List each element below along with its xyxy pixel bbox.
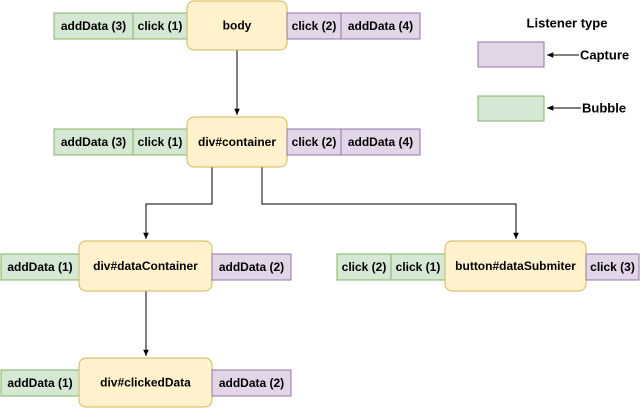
bubble-listener-label: addData (1): [7, 376, 72, 390]
legend-title: Listener type: [527, 16, 608, 31]
bubble-listener-label: click (1): [396, 260, 441, 274]
capture-listener-label: click (2): [292, 135, 337, 149]
capture-listener-label: click (2): [292, 19, 337, 33]
capture-listener-box: [585, 253, 640, 281]
edge-container-to-datacontainer: [143, 167, 213, 239]
node-button-label: button#dataSubmiter: [455, 259, 576, 273]
legend-capture-label: Capture: [580, 48, 629, 63]
node-container-label: div#container: [198, 135, 276, 149]
edge-container-to-button: [261, 167, 519, 239]
capture-listener-label: addData (2): [219, 376, 284, 390]
bubble-listener-box: [336, 253, 392, 281]
clicked-row: addData (1) div#clickedData addData (2): [0, 357, 292, 408]
capture-listener-box: [286, 12, 342, 40]
bubble-listener-label: addData (3): [61, 19, 126, 33]
edges: [143, 50, 519, 356]
bubble-listener-label: click (1): [138, 135, 183, 149]
capture-listener-box: [340, 128, 421, 156]
capture-listener-label: click (3): [590, 260, 635, 274]
capture-listener-box: [286, 128, 342, 156]
node-datacontainer-label: div#dataContainer: [93, 259, 198, 273]
datacontainer-row: addData (1) div#dataContainer addData (2…: [0, 240, 292, 292]
capture-listener-box: [340, 12, 421, 40]
legend-bubble-label: Bubble: [582, 101, 626, 116]
container-row: addData (3) click (1) div#container clic…: [53, 116, 421, 168]
legend: Listener type Capture Bubble: [477, 16, 629, 122]
button-row: click (2) click (1) button#dataSubmiter …: [336, 240, 640, 292]
capture-listener-box: [211, 253, 292, 281]
body-row: addData (3) click (1) body click (2) add…: [53, 0, 421, 51]
bubble-listener-box: [0, 369, 80, 397]
capture-listener-label: addData (2): [219, 260, 284, 274]
bubble-listener-box: [390, 253, 446, 281]
bubble-listener-label: addData (1): [7, 260, 72, 274]
legend-bubble-swatch: [477, 95, 545, 122]
bubble-listener-box: [0, 253, 80, 281]
bubble-listener-label: click (2): [342, 260, 387, 274]
legend-capture-swatch: [477, 41, 545, 68]
bubble-listener-box: [53, 128, 134, 156]
node-clicked-label: div#clickedData: [100, 376, 191, 390]
node-body-label: body: [223, 19, 252, 33]
capture-listener-label: addData (4): [348, 19, 413, 33]
capture-listener-label: addData (4): [348, 135, 413, 149]
capture-listener-box: [211, 369, 292, 397]
bubble-listener-label: click (1): [138, 19, 183, 33]
bubble-listener-label: addData (3): [61, 135, 126, 149]
